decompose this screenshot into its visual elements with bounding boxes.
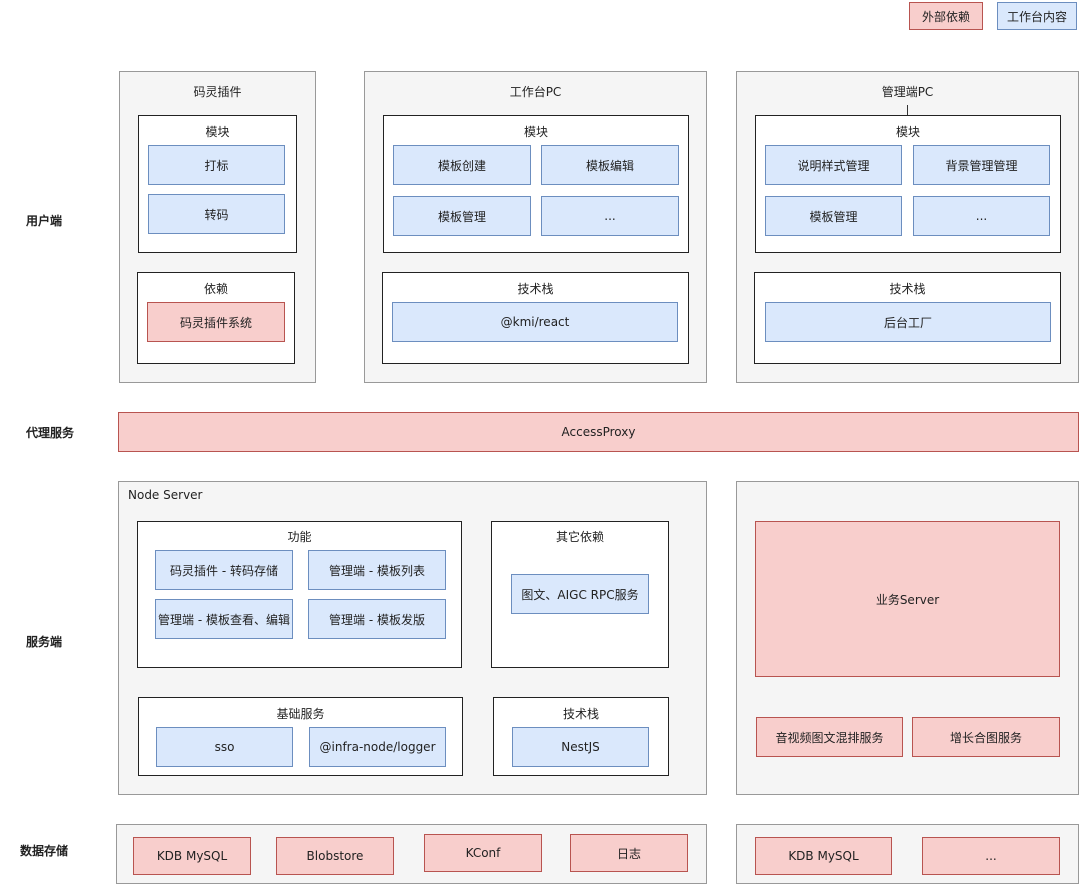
plugin-title: 码灵插件 [193, 85, 242, 99]
access-proxy-bar: AccessProxy [118, 412, 1079, 452]
base-service-logger: @infra-node/logger [309, 727, 446, 767]
admin-module-template: 模板管理 [765, 196, 902, 236]
plugin-module-transcode: 转码 [148, 194, 285, 234]
features-panel [137, 521, 462, 668]
row-label-service: 服务端 [26, 635, 63, 649]
feature-admin-template-list: 管理端 - 模板列表 [308, 550, 446, 590]
biz-service-growth-composite: 增长合图服务 [912, 717, 1060, 757]
workbench-stack-kmi-react: @kmi/react [392, 302, 678, 342]
base-services-title: 基础服务 [276, 707, 325, 721]
workbench-modules-title: 模块 [523, 125, 548, 139]
workbench-module-edit: 模板编辑 [541, 145, 679, 185]
plugin-deps-title: 依赖 [203, 282, 228, 296]
other-dep-rpc: 图文、AIGC RPC服务 [511, 574, 649, 614]
node-stack-nestjs: NestJS [512, 727, 649, 767]
storage-right-more: ... [922, 837, 1060, 875]
row-label-storage: 数据存储 [20, 844, 69, 858]
feature-admin-template-release: 管理端 - 模板发版 [308, 599, 446, 639]
plugin-module-tagging: 打标 [148, 145, 285, 185]
workbench-module-create: 模板创建 [393, 145, 531, 185]
features-title: 功能 [287, 530, 312, 544]
base-service-sso: sso [156, 727, 293, 767]
admin-stack-factory: 后台工厂 [765, 302, 1051, 342]
other-deps-title: 其它依赖 [555, 530, 604, 544]
node-stack-title: 技术栈 [562, 707, 599, 721]
storage-kconf: KConf [424, 834, 542, 872]
admin-title: 管理端PC [881, 85, 934, 99]
biz-service-av-mix: 音视频图文混排服务 [756, 717, 903, 757]
feature-admin-template-view-edit: 管理端 - 模板查看、编辑 [155, 599, 293, 639]
storage-log: 日志 [570, 834, 688, 872]
plugin-modules-title: 模块 [205, 125, 230, 139]
legend-external: 外部依赖 [909, 2, 983, 30]
storage-blobstore: Blobstore [276, 837, 394, 875]
storage-right-kdb-mysql: KDB MySQL [755, 837, 892, 875]
feature-plugin-transcode-storage: 码灵插件 - 转码存储 [155, 550, 293, 590]
workbench-module-manage: 模板管理 [393, 196, 531, 236]
admin-stack-title: 技术栈 [889, 282, 926, 296]
plugin-dep-system: 码灵插件系统 [147, 302, 285, 342]
row-label-user: 用户端 [26, 214, 63, 228]
workbench-stack-title: 技术栈 [517, 282, 554, 296]
admin-title-connector [907, 105, 908, 115]
biz-server: 业务Server [755, 521, 1060, 677]
workbench-module-more: ... [541, 196, 679, 236]
admin-module-style: 说明样式管理 [765, 145, 902, 185]
admin-module-more: ... [913, 196, 1050, 236]
workbench-title: 工作台PC [509, 85, 562, 99]
admin-modules-title: 模块 [895, 125, 920, 139]
storage-kdb-mysql: KDB MySQL [133, 837, 251, 875]
row-label-proxy: 代理服务 [26, 426, 75, 440]
admin-module-background: 背景管理管理 [913, 145, 1050, 185]
node-server-title: Node Server [128, 488, 203, 502]
legend-internal: 工作台内容 [997, 2, 1077, 30]
